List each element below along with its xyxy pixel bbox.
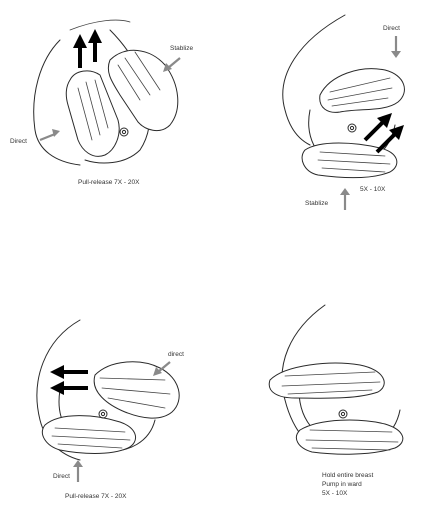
stabilize-arrowhead <box>340 188 350 195</box>
nipple-inner <box>341 412 344 415</box>
caption-line-1: Hold entire breast <box>322 472 373 479</box>
label-direct-2: Direct <box>53 473 70 480</box>
nipple-inner <box>101 412 104 415</box>
black-arrowhead-2 <box>88 29 102 43</box>
caption-line-3: 5X - 10X <box>322 490 348 497</box>
panel-1: Stablize Direct Pull-release 7X - 20X <box>10 20 194 186</box>
black-arrowhead-1 <box>50 365 64 379</box>
black-arrowhead-1 <box>73 34 87 48</box>
directing-hand <box>94 362 179 418</box>
caption: 5X - 10X <box>360 186 386 193</box>
nipple <box>339 410 347 418</box>
caption: Pull-release 7X - 20X <box>65 493 127 500</box>
nipple <box>99 410 107 418</box>
label-direct: Direct <box>10 138 27 145</box>
direct-arrow <box>40 134 55 140</box>
directing-hand <box>66 71 119 156</box>
panel-2: Direct Stablize 5X - 10X <box>283 15 405 210</box>
panel-3: direct Direct Pull-release 7X - 20X <box>37 320 184 500</box>
caption-line-2: Pump in ward <box>322 481 362 488</box>
label-stabilize: Stablize <box>305 200 329 207</box>
nipple-inner <box>350 126 353 129</box>
label-direct: Direct <box>383 25 400 32</box>
black-arrowhead-2 <box>50 381 64 395</box>
armpit-line <box>70 20 130 30</box>
caption: Pull-release 7X - 20X <box>78 179 140 186</box>
nipple <box>120 128 128 136</box>
panel-4: Hold entire breast Pump in ward 5X - 10X <box>269 305 403 497</box>
direct-arrowhead <box>391 51 401 58</box>
nipple <box>348 124 356 132</box>
nipple-inner <box>122 130 125 133</box>
upper-hand <box>269 363 384 398</box>
stabilize-arrow <box>168 58 180 68</box>
label-stabilize: Stablize <box>170 45 194 52</box>
stabilizing-hand <box>108 50 177 130</box>
label-direct: direct <box>168 351 184 358</box>
black-arrow-diag-1 <box>365 122 383 140</box>
direct-arrowhead-2 <box>73 460 83 467</box>
